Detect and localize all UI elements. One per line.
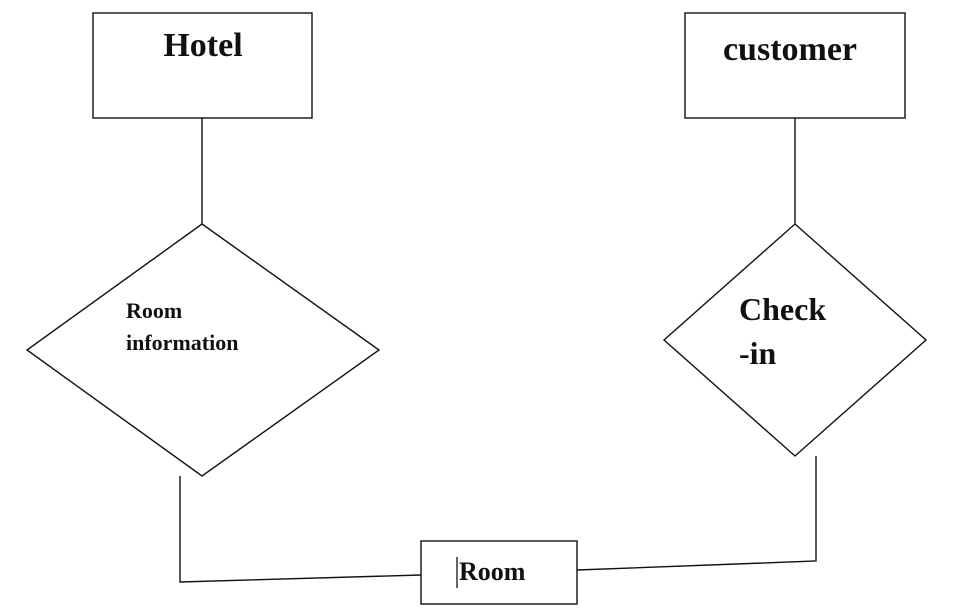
- entity-room-box: [420, 540, 578, 605]
- relationship-room-information-label-line-2: information: [126, 330, 238, 355]
- entity-customer-box: [684, 12, 906, 119]
- entity-room-label: Room: [459, 557, 526, 586]
- connector-room-information-room: [179, 476, 422, 583]
- entity-room: Room: [420, 540, 578, 605]
- entity-hotel: Hotel: [92, 12, 313, 119]
- relationship-check-in: Check -in: [662, 223, 928, 457]
- relationship-check-in-label-line-1: Check: [739, 291, 826, 327]
- relationship-check-in-label-line-2: -in: [739, 335, 777, 371]
- connector-check-in-room: [576, 456, 817, 571]
- entity-hotel-box: [92, 12, 313, 119]
- entity-customer: customer: [684, 12, 906, 119]
- relationship-room-information-diamond: [25, 223, 381, 477]
- entity-hotel-label: Hotel: [163, 27, 242, 64]
- relationship-check-in-diamond: [662, 223, 928, 457]
- relationship-room-information-label-line-1: Room: [126, 298, 182, 323]
- relationship-room-information: Room information: [25, 223, 381, 477]
- entity-customer-label: customer: [723, 31, 857, 68]
